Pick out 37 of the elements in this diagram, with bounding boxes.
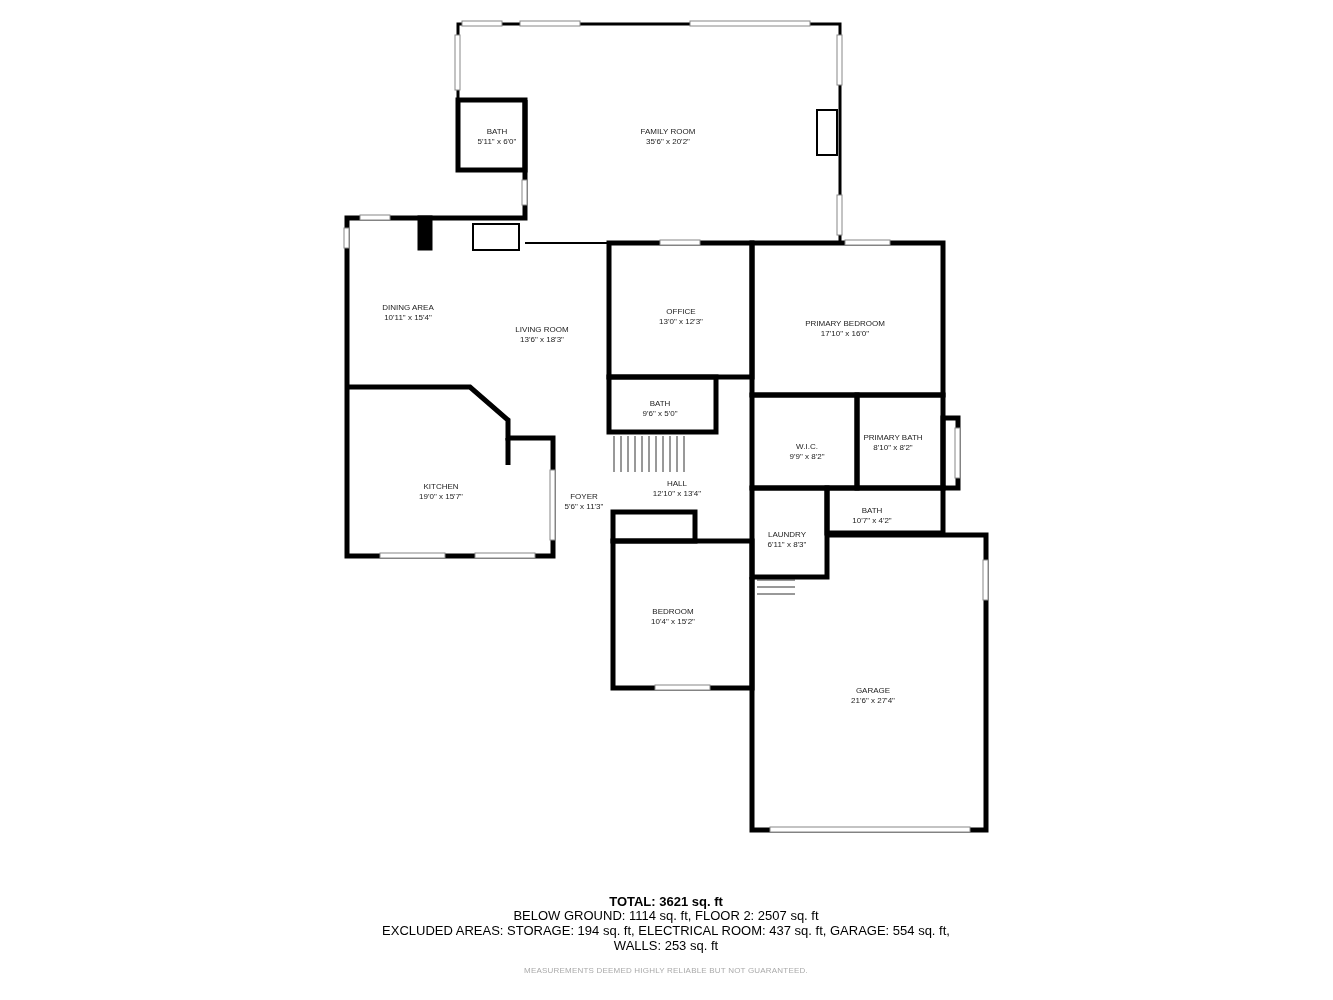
room-dimensions: 35'6" x 20'2" <box>646 138 690 146</box>
room-dimensions: 10'7" x 4'2" <box>852 517 892 525</box>
room-label: KITCHEN <box>423 483 459 491</box>
room-dimensions: 13'0" x 12'3" <box>659 318 703 326</box>
area-summary: EXCLUDED AREAS: STORAGE: 194 sq. ft, ELECTRICAL ROOM: 437 sq. ft, GARAGE: 554 sq. ft, <box>382 923 950 937</box>
total-area: TOTAL: 3621 sq. ft <box>609 894 723 908</box>
room-label: BEDROOM <box>652 608 694 616</box>
room-dimensions: 19'0" x 15'7" <box>419 493 463 501</box>
area-summary: WALLS: 253 sq. ft <box>613 938 719 952</box>
room-label: FAMILY ROOM <box>640 128 696 136</box>
room-dimensions: 9'9" x 8'2" <box>789 453 825 461</box>
room-label: BATH <box>861 507 883 515</box>
area-summary: BELOW GROUND: 1114 sq. ft, FLOOR 2: 2507 sq. ft <box>513 908 819 922</box>
room-dimensions: 12'10" x 13'4" <box>652 490 702 498</box>
room-dimensions: 9'6" x 5'0" <box>642 410 678 418</box>
room-label: DINING AREA <box>382 304 434 312</box>
room-label: BATH <box>486 128 508 136</box>
room-label: LAUNDRY <box>767 531 807 539</box>
room-label: LIVING ROOM <box>515 326 569 334</box>
room-label: W.I.C. <box>796 443 818 451</box>
room-dimensions: 6'11" x 8'3" <box>767 541 807 549</box>
room-dimensions: 17'10" x 16'0" <box>820 330 870 338</box>
room-label: PRIMARY BATH <box>863 434 923 442</box>
room-dimensions: 5'11" x 6'0" <box>477 138 517 146</box>
room-label: FOYER <box>570 493 598 501</box>
room-dimensions: 5'6" x 11'3" <box>564 503 604 511</box>
room-dimensions: 10'11" x 15'4" <box>384 314 432 322</box>
room-label: BATH <box>649 400 671 408</box>
room-dimensions: 10'4" x 15'2" <box>651 618 695 626</box>
room-label: GARAGE <box>855 687 891 695</box>
room-dimensions: 13'6" x 18'3" <box>520 336 564 344</box>
room-label: OFFICE <box>666 308 696 316</box>
room-label: PRIMARY BEDROOM <box>805 320 885 328</box>
disclaimer-note: MEASUREMENTS DEEMED HIGHLY RELIABLE BUT NOT GUARANTEED. <box>524 967 808 975</box>
room-dimensions: 21'6" x 27'4" <box>851 697 895 705</box>
room-label: HALL <box>667 480 687 488</box>
room-dimensions: 8'10" x 8'2" <box>873 444 913 452</box>
